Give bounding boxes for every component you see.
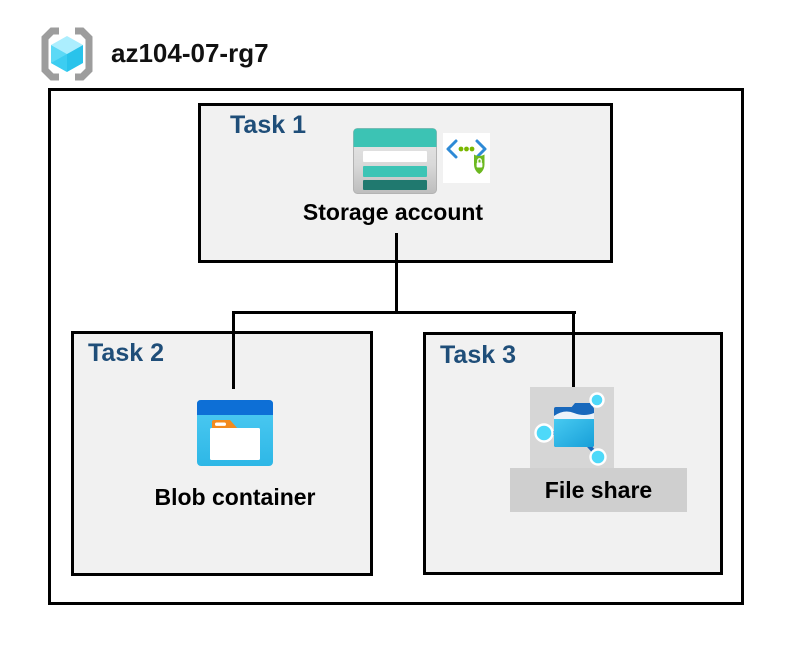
blob-container-label: Blob container bbox=[154, 484, 316, 510]
blob-container-icon bbox=[197, 400, 273, 466]
task3-label: Task 3 bbox=[440, 341, 516, 369]
connector-branch bbox=[232, 311, 576, 314]
task2-label: Task 2 bbox=[88, 339, 164, 367]
file-share-label-highlight bbox=[510, 468, 687, 512]
task1-label: Task 1 bbox=[230, 111, 306, 139]
resource-group-icon bbox=[41, 27, 93, 81]
file-share-label: File share bbox=[544, 477, 653, 503]
connector-to-fileshare bbox=[572, 313, 575, 390]
connector-storage-stem bbox=[395, 233, 398, 313]
resource-group-name: az104-07-rg7 bbox=[111, 38, 269, 68]
connector-to-blob bbox=[232, 313, 235, 389]
storage-account-icon bbox=[353, 128, 437, 194]
sas-shield-lock-icon bbox=[443, 133, 490, 183]
storage-account-label: Storage account bbox=[302, 199, 484, 225]
file-share-icon bbox=[534, 392, 607, 466]
